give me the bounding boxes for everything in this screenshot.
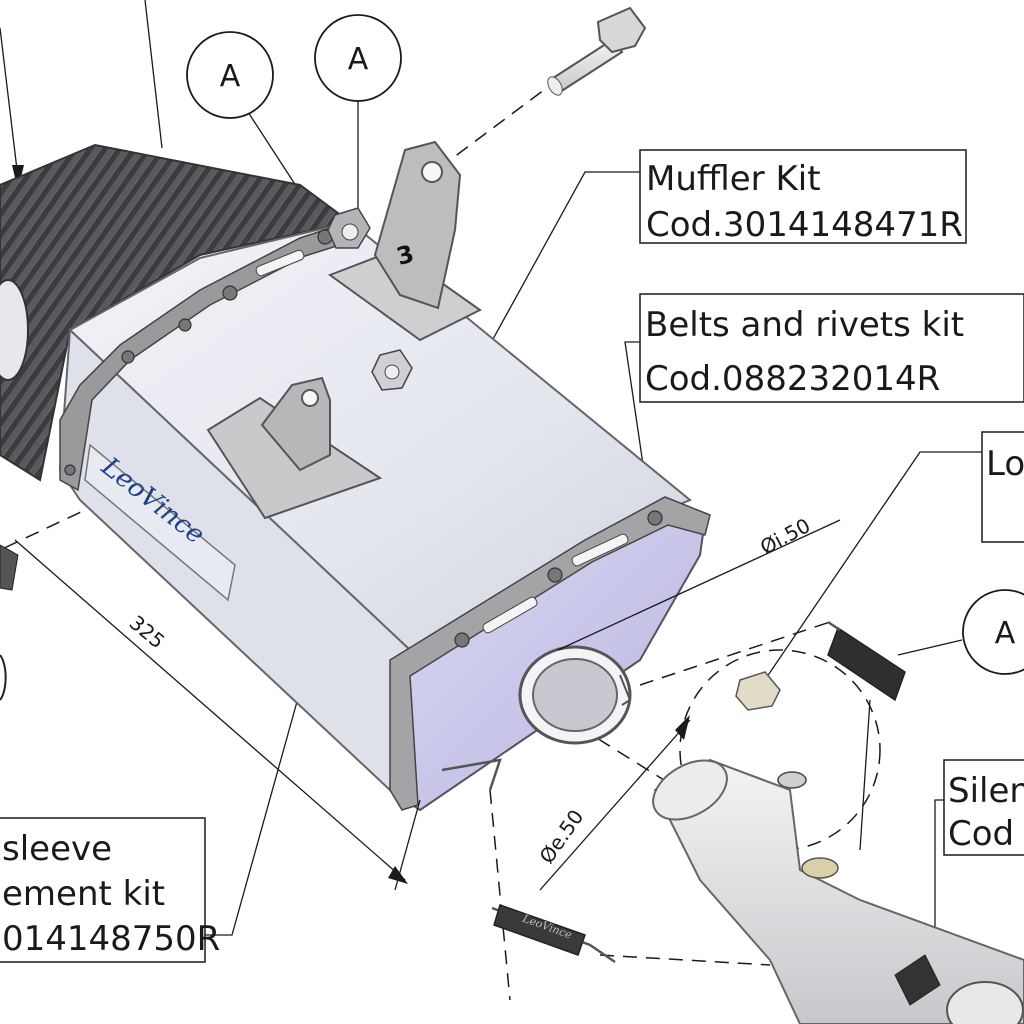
spring-bottom: LeoVince	[493, 904, 586, 956]
mounting-bracket-3: 3	[327, 140, 482, 342]
bracket-number: 3	[394, 240, 417, 271]
callout-sleeve-kit: sleeve ement kit 014148750R	[0, 817, 220, 963]
callout-belts-rivets-kit: Belts and rivets kit Cod.088232014R	[639, 293, 1024, 403]
callout-silencer: Silen Cod	[943, 759, 1024, 856]
balloon-a-2: A	[314, 14, 402, 102]
dimension-length-text: 325	[125, 610, 170, 653]
link-pipe	[652, 758, 1024, 1024]
callout-right-top: Lo	[981, 431, 1024, 543]
callout-sleeve-line1: sleeve	[2, 829, 112, 869]
callout-belts-rivets-line1: Belts and rivets kit	[645, 305, 964, 345]
clamp-fragment	[0, 544, 19, 701]
balloon-a-1: A	[186, 31, 274, 119]
callout-muffler-kit-line1: Muffler Kit	[646, 159, 821, 199]
mounting-bracket-lower	[206, 376, 383, 520]
hex-nuts	[327, 207, 781, 711]
callout-sleeve-line2: ement kit	[2, 874, 165, 914]
balloon-label: A	[348, 42, 369, 77]
callout-right-top-line1: Lo	[986, 444, 1024, 484]
detail-circle	[679, 649, 881, 851]
callout-muffler-kit: Muffler Kit Cod.3014148471R	[639, 149, 967, 245]
callout-muffler-kit-line2: Cod.3014148471R	[646, 205, 963, 245]
dimension-outer-diameter-text: Øe.50	[534, 805, 588, 868]
callout-silencer-line1: Silen	[948, 771, 1024, 811]
balloon-label: A	[995, 616, 1016, 651]
spring-top	[827, 620, 906, 702]
balloon-a-3: A	[962, 589, 1024, 675]
washer	[777, 771, 807, 789]
callout-belts-rivets-line2: Cod.088232014R	[645, 359, 940, 399]
mounting-bolt	[547, 6, 647, 96]
balloon-label: A	[220, 59, 241, 94]
callout-sleeve-line3: 014148750R	[2, 919, 220, 959]
callout-silencer-line2: Cod	[948, 814, 1014, 854]
carbon-end-cap	[0, 143, 353, 482]
dimension-inner-diameter-text: Øi.50	[756, 513, 814, 559]
